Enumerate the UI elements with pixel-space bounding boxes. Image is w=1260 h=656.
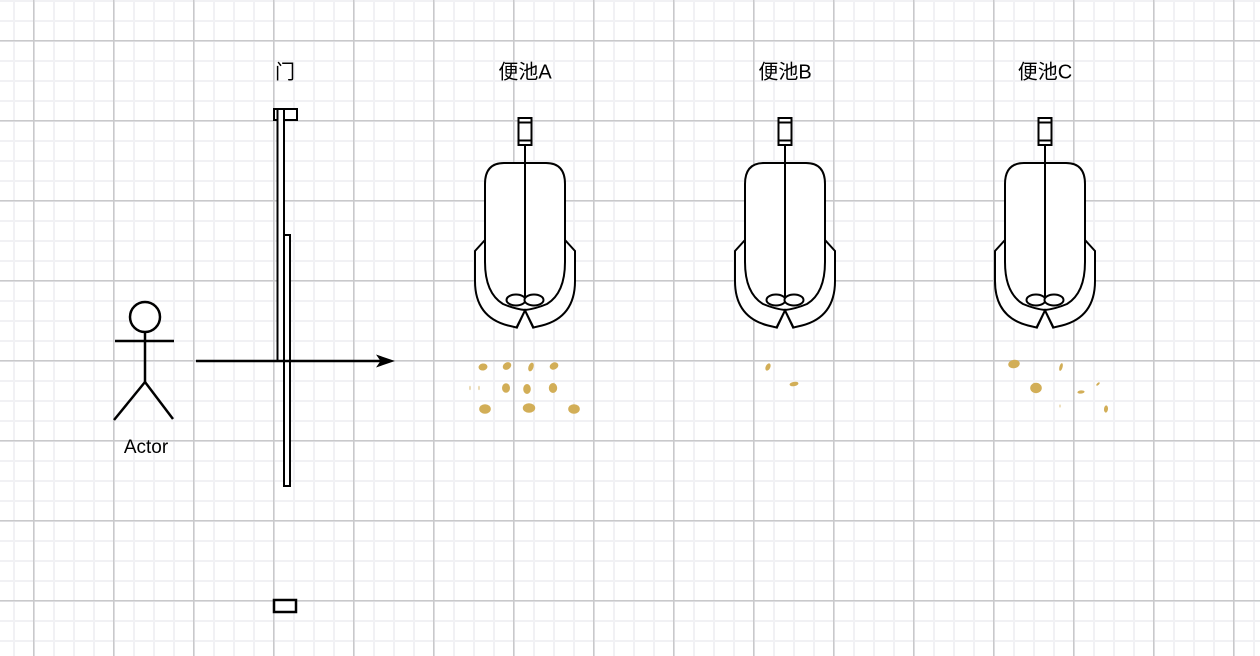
- propeller-blade-right: [523, 293, 545, 307]
- splatter-dot: [502, 362, 512, 370]
- actor-left-leg: [113, 381, 146, 421]
- splatter-dot: [1059, 363, 1063, 371]
- tank-top-nozzle: [777, 117, 793, 146]
- door-top-cap: [273, 108, 298, 121]
- splatter-dot: [1059, 404, 1061, 408]
- arrow-head: [376, 354, 395, 368]
- propeller-blade-right: [1043, 293, 1065, 307]
- actor-figure[interactable]: [113, 300, 174, 421]
- tank-jacket-notch: [1035, 308, 1055, 329]
- splatter-dot: [789, 381, 799, 387]
- propeller-blade-right: [783, 293, 805, 307]
- propeller-blade-left: [1025, 293, 1047, 307]
- splatter-B[interactable]: [764, 362, 799, 387]
- splatter-dot: [522, 403, 536, 413]
- actor-direction-arrow[interactable]: [196, 354, 395, 368]
- splatter-dot: [765, 363, 771, 371]
- door-label: 门: [275, 61, 295, 84]
- splatter-dot: [549, 362, 559, 370]
- propeller-blade-left: [765, 293, 787, 307]
- tank-label-B: 便池B: [758, 61, 812, 84]
- splatter-dot: [1077, 390, 1085, 394]
- tank-B[interactable]: [734, 117, 836, 329]
- door-bottom-cap: [272, 598, 298, 614]
- splatter-dot: [479, 404, 491, 414]
- actor-head: [128, 300, 162, 334]
- splatter-dot: [548, 383, 558, 393]
- actor-right-leg: [144, 381, 174, 420]
- splatter-dot: [478, 385, 480, 391]
- splatter-A[interactable]: [469, 361, 580, 414]
- splatter-dot: [502, 383, 510, 393]
- splatter-dot: [528, 362, 534, 372]
- splatter-dot: [1103, 405, 1109, 413]
- tank-A[interactable]: [474, 117, 576, 329]
- actor-label: Actor: [123, 437, 169, 458]
- splatter-dot: [523, 384, 531, 394]
- splatter-dot: [568, 404, 580, 414]
- tank-top-nozzle: [517, 117, 533, 146]
- splatter-dot: [478, 363, 488, 371]
- splatter-dot: [469, 385, 471, 391]
- tank-jacket-notch: [515, 308, 535, 329]
- tank-C[interactable]: [994, 117, 1096, 329]
- splatter-dot: [1096, 382, 1100, 386]
- tank-label-C: 便池C: [1017, 61, 1073, 84]
- propeller-blade-left: [505, 293, 527, 307]
- tank-jacket-notch: [775, 308, 795, 329]
- tank-top-nozzle: [1037, 117, 1053, 146]
- splatter-dot: [1008, 359, 1020, 369]
- tank-label-A: 便池A: [498, 61, 552, 84]
- splatter-C[interactable]: [1008, 359, 1109, 413]
- splatter-dot: [1030, 382, 1042, 394]
